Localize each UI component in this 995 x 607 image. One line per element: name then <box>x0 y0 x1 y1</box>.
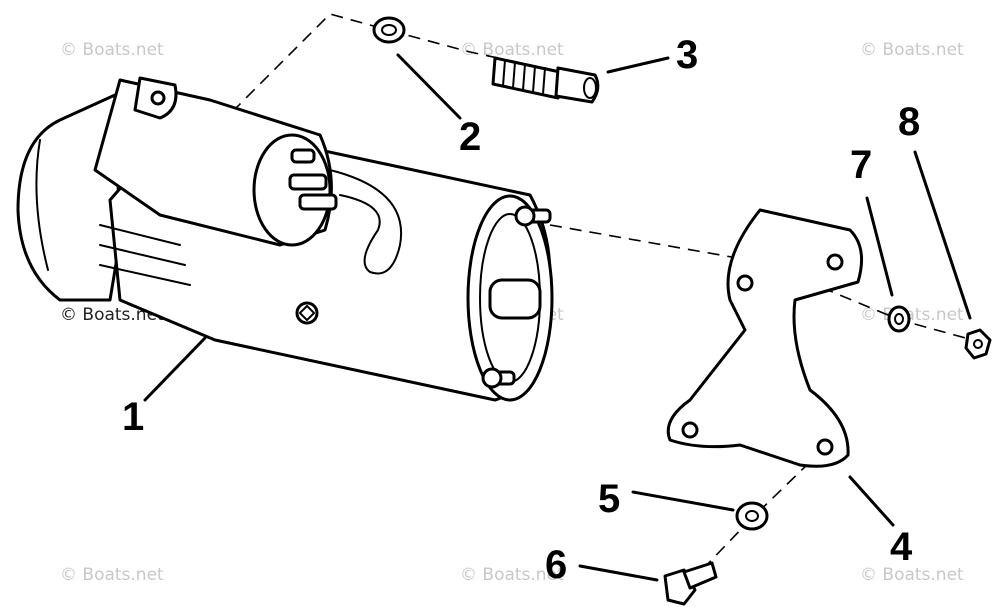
leader-4 <box>848 475 895 527</box>
callout-7: 7 <box>850 143 872 187</box>
callouts: 1 2 3 4 5 6 7 8 <box>122 33 920 587</box>
leader-7 <box>865 196 894 297</box>
socket-head-bolt <box>491 56 600 104</box>
hex-bolt-shank <box>682 561 718 590</box>
assembly-line-top <box>231 13 601 113</box>
bracket-plate <box>666 208 864 468</box>
leader-6 <box>578 564 659 582</box>
bracket-hole-bottom-left <box>681 421 699 439</box>
end-cap-boss <box>488 278 542 320</box>
hex-bolt <box>663 561 718 606</box>
leader-3 <box>606 56 670 74</box>
leader-2 <box>396 53 462 120</box>
solenoid-terminal-3 <box>290 148 316 164</box>
body-plug <box>295 301 319 325</box>
washer-top <box>372 16 406 44</box>
leader-lines <box>143 53 972 582</box>
washer-bottom <box>735 501 769 531</box>
callout-2: 2 <box>459 115 481 159</box>
leader-1 <box>143 336 207 402</box>
watermark-bottom-right: © Boats.net <box>860 565 964 585</box>
watermark-bottom-center: © Boats.net <box>460 565 564 585</box>
bracket-hole-bottom-right <box>816 438 834 456</box>
field-lead <box>329 169 403 275</box>
callout-1: 1 <box>122 395 144 439</box>
drive-housing <box>16 93 122 302</box>
hex-nut <box>964 328 992 360</box>
bolt-head <box>554 66 600 104</box>
leader-5 <box>631 490 735 512</box>
starter-motor <box>16 76 554 402</box>
callout-5: 5 <box>598 477 620 521</box>
watermark-bottom-left: © Boats.net <box>60 565 164 585</box>
mounting-bracket <box>666 208 864 468</box>
solenoid-terminal-2 <box>298 193 338 211</box>
callout-3: 3 <box>676 33 698 77</box>
lock-washer <box>887 305 911 333</box>
bracket-hole-top-left <box>736 274 754 292</box>
watermarks: © Boats.net © Boats.net © Boats.net © Bo… <box>60 40 964 585</box>
callout-6: 6 <box>545 543 567 587</box>
watermark-top-left: © Boats.net <box>60 40 164 60</box>
callout-8: 8 <box>898 100 920 144</box>
solenoid-terminal-1 <box>288 173 328 191</box>
bracket-hole-top-right <box>826 253 844 271</box>
watermark-mid-right: © Boats.net <box>860 305 964 325</box>
watermark-mid-left: © Boats.net <box>60 305 164 325</box>
watermark-top-right: © Boats.net <box>860 40 964 60</box>
callout-4: 4 <box>890 525 913 569</box>
leader-8 <box>913 150 972 320</box>
watermark-top-center: © Boats.net <box>460 40 564 60</box>
